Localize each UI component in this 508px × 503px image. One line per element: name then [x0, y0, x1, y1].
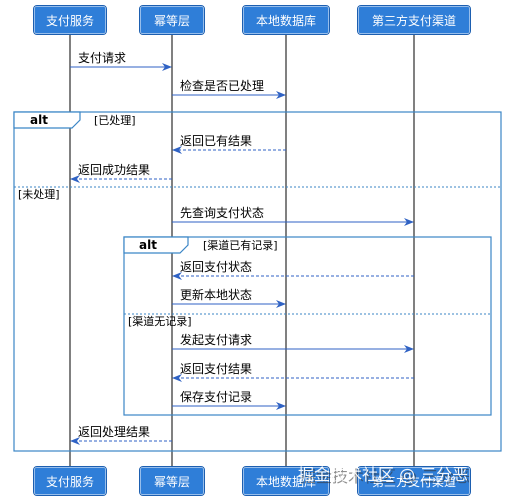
message-1: 支付请求 [70, 51, 172, 71]
participant-idem-bottom: 幂等层 [139, 466, 205, 496]
lifelines [69, 34, 415, 467]
participant-label: 本地数据库 [256, 474, 316, 489]
participant-label: 幂等层 [154, 14, 190, 28]
participant-box-outline [33, 466, 107, 496]
message-label: 返回支付结果 [180, 362, 252, 376]
participant-box-outline [357, 5, 471, 35]
outer-alt-frame [13, 111, 502, 452]
message-label: 返回处理结果 [78, 425, 150, 439]
message-5: 先查询支付状态 [172, 206, 414, 226]
participant-db-bottom: 本地数据库 [242, 466, 330, 496]
watermark-shadow: 掘金技术社区 @ 三分恶 [300, 467, 470, 486]
message-label: 发起支付请求 [180, 332, 252, 347]
participant-box-outline [242, 466, 330, 496]
participant-box-outline [357, 466, 471, 496]
participant-box-outline [242, 5, 330, 35]
message-label: 保存支付记录 [180, 390, 252, 404]
outer-alt-operator: alt [30, 113, 48, 127]
message-9: 返回支付结果 [172, 362, 414, 382]
participant-box-outline [139, 466, 205, 496]
inner-alt-guard-has-record: [渠道已有记录] [203, 238, 278, 252]
participant-box-outline [33, 5, 107, 35]
watermark: 掘金技术社区 @ 三分恶 掘金技术社区 @ 三分恶 [298, 465, 470, 486]
message-8: 发起支付请求 [172, 332, 414, 353]
message-3: 返回已有结果 [172, 134, 286, 154]
message-label: 返回支付状态 [180, 260, 252, 274]
participant-label: 第三方支付渠道 [372, 474, 456, 489]
messages: 支付请求检查是否已处理返回已有结果返回成功结果先查询支付状态返回支付状态更新本地… [70, 51, 414, 445]
participant-pay-bottom: 支付服务 [33, 466, 107, 496]
message-label: 检查是否已处理 [180, 78, 264, 93]
inner-alt-operator: alt [139, 238, 157, 252]
message-10: 保存支付记录 [172, 390, 286, 410]
inner-alt-guard-no-record: [渠道无记录] [128, 314, 192, 328]
message-label: 更新本地状态 [180, 287, 252, 302]
message-4: 返回成功结果 [70, 163, 172, 183]
participant-label: 支付服务 [46, 13, 94, 28]
participant-channel-bottom: 第三方支付渠道 [357, 466, 471, 496]
message-label: 返回成功结果 [78, 163, 150, 177]
message-6: 返回支付状态 [172, 260, 414, 280]
participant-db-top: 本地数据库 [242, 5, 330, 35]
participant-pay-top: 支付服务 [33, 5, 107, 35]
participant-label: 第三方支付渠道 [372, 13, 456, 28]
inner-alt-frame [123, 236, 492, 416]
message-label: 先查询支付状态 [180, 206, 264, 220]
participant-label: 幂等层 [154, 475, 190, 489]
participant-label: 本地数据库 [256, 13, 316, 28]
outer-alt-guard-unprocessed: [未处理] [18, 188, 60, 201]
outer-alt-guard-processed: [已处理] [94, 114, 136, 127]
participant-channel-top: 第三方支付渠道 [357, 5, 471, 35]
participant-label: 支付服务 [46, 474, 94, 489]
message-label: 返回已有结果 [180, 134, 252, 148]
alt-fragments: alt [已处理] [未处理] alt [渠道已有记录] [渠道无记录] [13, 111, 502, 452]
message-label: 支付请求 [78, 51, 126, 65]
participant-idem-top: 幂等层 [139, 5, 205, 35]
message-11: 返回处理结果 [70, 425, 172, 445]
inner-alt-tab [123, 236, 189, 254]
message-7: 更新本地状态 [172, 287, 286, 308]
watermark-text: 掘金技术社区 @ 三分恶 [298, 465, 468, 484]
message-2: 检查是否已处理 [172, 78, 286, 99]
outer-alt-tab [13, 111, 81, 129]
participant-box-outline [139, 5, 205, 35]
